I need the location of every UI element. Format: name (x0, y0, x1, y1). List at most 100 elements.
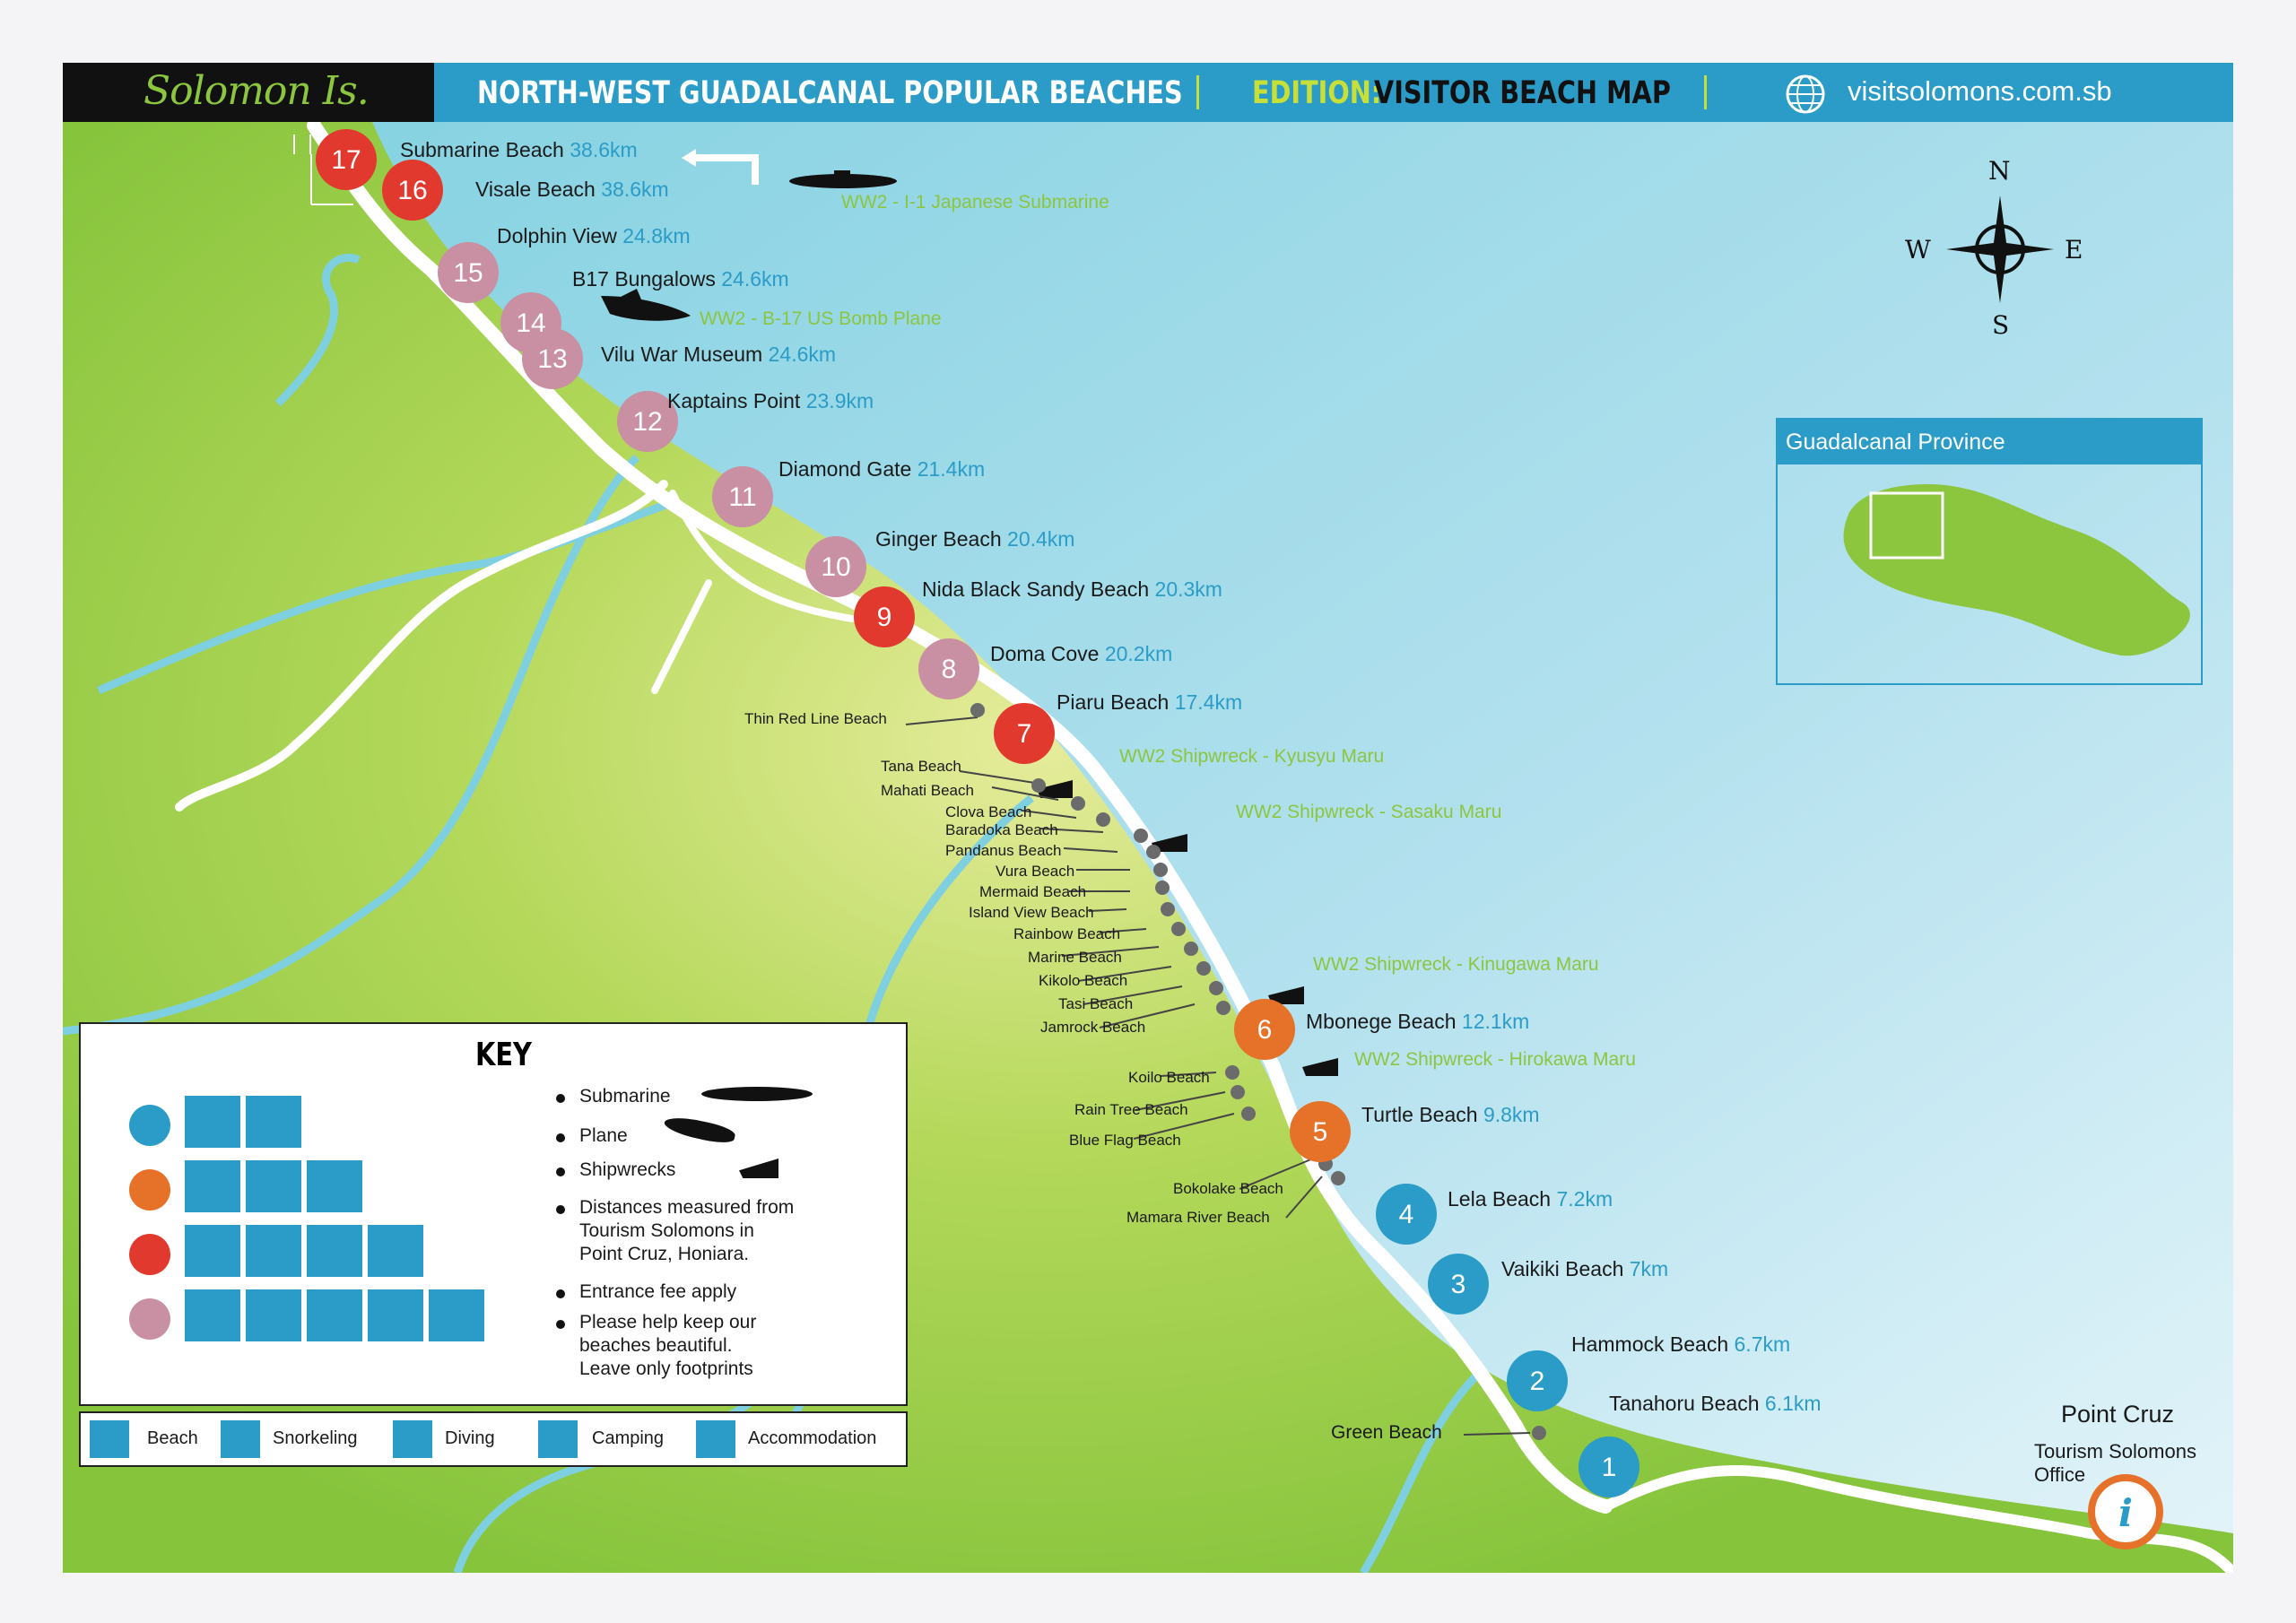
marker-number: 6 (1257, 1015, 1273, 1045)
marker-number: 14 (516, 308, 545, 338)
beach-distance: 17.4km (1174, 690, 1243, 714)
beach-marker-15[interactable]: 15 (438, 242, 499, 303)
inset-map: Guadalcanal Province (1776, 418, 2203, 685)
help-line-2: beaches beautiful. (579, 1335, 733, 1356)
office-line-2: Office (2034, 1463, 2086, 1486)
marker-circle (1290, 1101, 1351, 1162)
minor-beach-label[interactable]: Green Beach (1331, 1422, 1442, 1443)
amenity-legend: Beach Snorkeling Diving Camping Accommod… (79, 1411, 908, 1467)
minor-beach-label[interactable]: Vura Beach (996, 863, 1075, 880)
beach-marker-2[interactable]: 2 (1507, 1350, 1568, 1411)
snorkeling-icon (246, 1160, 301, 1212)
minor-beach-label[interactable]: Marine Beach (1028, 949, 1122, 966)
minor-beach-label[interactable]: Rainbow Beach (1013, 925, 1121, 942)
beach-marker-8[interactable]: 8 (918, 638, 979, 699)
compass-rose (1946, 195, 2054, 303)
submarine-icon (701, 1087, 813, 1101)
beach-name: Nida Black Sandy Beach (922, 577, 1150, 601)
ww2-label: WW2 - B-17 US Bomb Plane (700, 308, 942, 329)
beach-label-3[interactable]: Vaikiki Beach 7km (1501, 1257, 1668, 1281)
beach-marker-3[interactable]: 3 (1428, 1254, 1489, 1315)
beach-marker-9[interactable]: 9 (854, 586, 915, 647)
beach-label-8[interactable]: Doma Cove 20.2km (990, 642, 1172, 666)
marker-circle (316, 129, 377, 190)
beach-label-7[interactable]: Piaru Beach 17.4km (1057, 690, 1242, 715)
beach-label-9[interactable]: Nida Black Sandy Beach 20.3km (922, 577, 1222, 602)
beach-marker-5[interactable]: 5 (1290, 1101, 1351, 1162)
beach-marker-10[interactable]: 10 (805, 536, 866, 597)
ww2-label: WW2 Shipwreck - Kyusyu Maru (1119, 746, 1385, 767)
globe-icon (1786, 74, 1825, 114)
beach-marker-17[interactable]: 17 (316, 129, 377, 190)
minor-beach-label[interactable]: Mamara River Beach (1126, 1209, 1270, 1226)
beach-label-10[interactable]: Ginger Beach 20.4km (875, 527, 1074, 551)
beach-label-2[interactable]: Tanahoru Beach 6.1km (1609, 1392, 1822, 1416)
beach-distance: 38.6km (570, 138, 638, 161)
beach-label-hammock[interactable]: Hammock Beach 6.7km (1571, 1332, 1790, 1357)
beach-distance: 38.6km (601, 178, 669, 201)
beach-label-12[interactable]: Kaptains Point 23.9km (667, 389, 874, 413)
bullet (556, 1205, 565, 1214)
distances-line-3: Point Cruz, Honiara. (579, 1244, 750, 1264)
minor-beach-label[interactable]: Pandanus Beach (945, 842, 1062, 859)
beach-name: Kaptains Point (667, 389, 801, 412)
minor-beach-label[interactable]: Baradoka Beach (945, 821, 1058, 838)
beach-name: Turtle Beach (1361, 1103, 1478, 1126)
beach-distance: 24.6km (721, 267, 789, 291)
beach-marker-6[interactable]: 6 (1234, 999, 1295, 1060)
key-shipwrecks: Shipwrecks (579, 1159, 676, 1180)
website-link[interactable]: visitsolomons.com.sb (1848, 75, 2112, 107)
minor-beach-label[interactable]: Mermaid Beach (979, 883, 1087, 900)
marker-circle (805, 536, 866, 597)
beach-label-15[interactable]: Dolphin View 24.8km (497, 224, 691, 248)
beach-icon (185, 1160, 240, 1212)
minor-beach-label[interactable]: Rain Tree Beach (1074, 1101, 1188, 1118)
snorkeling-icon (246, 1096, 301, 1148)
shipwreck-icons (1037, 771, 1338, 1076)
minor-beach-label[interactable]: Tasi Beach (1058, 995, 1134, 1012)
beach-marker-4[interactable]: 4 (1376, 1184, 1437, 1245)
marker-circle (617, 391, 678, 452)
minor-beach-label[interactable]: Jamrock Beach (1040, 1019, 1146, 1036)
marker-number: 5 (1313, 1117, 1328, 1147)
beach-marker-16[interactable]: 16 (382, 160, 443, 221)
beach-marker-12[interactable]: 12 (617, 391, 678, 452)
minor-beach-label[interactable]: Thin Red Line Beach (744, 710, 887, 727)
logo: Solomon Is. (144, 68, 370, 114)
marker-circle (1234, 999, 1295, 1060)
minor-beach-label[interactable]: Blue Flag Beach (1069, 1132, 1181, 1149)
accommodation-icon (696, 1420, 735, 1458)
beach-marker-14[interactable]: 14 (500, 292, 561, 353)
beach-name: Piaru Beach (1057, 690, 1170, 714)
beach-label-14[interactable]: B17 Bungalows 24.6km (572, 267, 789, 291)
beach-distance: 7km (1629, 1257, 1669, 1280)
beach-marker-7[interactable]: 7 (994, 703, 1055, 764)
legend-diving: Diving (445, 1428, 495, 1448)
beach-marker-11[interactable]: 11 (712, 466, 773, 527)
beach-label-4[interactable]: Lela Beach 7.2km (1448, 1187, 1613, 1211)
minor-beach-label[interactable]: Tana Beach (881, 758, 961, 775)
minor-beach-label[interactable]: Kikolo Beach (1039, 972, 1128, 989)
minor-beach-label[interactable]: Bokolake Beach (1173, 1180, 1283, 1197)
minor-beach-label[interactable]: Koilo Beach (1128, 1069, 1210, 1086)
beach-name: Lela Beach (1448, 1187, 1552, 1211)
beach-label-11[interactable]: Diamond Gate 21.4km (778, 457, 985, 482)
beach-label-5[interactable]: Turtle Beach 9.8km (1361, 1103, 1540, 1127)
beach-distance: 6.7km (1734, 1332, 1791, 1356)
minor-beach-label[interactable]: Clova Beach (945, 803, 1032, 820)
ww2-label: WW2 Shipwreck - Kinugawa Maru (1313, 954, 1599, 975)
beach-label-17[interactable]: Submarine Beach 38.6km (400, 138, 638, 162)
minor-beach-label[interactable]: Mahati Beach (881, 782, 974, 799)
beach-label-16[interactable]: Visale Beach 38.6km (475, 178, 669, 202)
marker-circle (382, 160, 443, 221)
beach-distance: 20.4km (1007, 527, 1075, 551)
beach-marker-1[interactable]: 1 (1578, 1436, 1639, 1497)
key-fee: Entrance fee apply (579, 1281, 737, 1302)
snorkeling-icon (246, 1225, 301, 1277)
marker-number: 11 (728, 482, 756, 512)
minor-beach-label[interactable]: Island View Beach (969, 904, 1094, 921)
beach-label-13[interactable]: Vilu War Museum 24.6km (601, 343, 836, 367)
plane-icon (601, 289, 691, 321)
beach-label-6[interactable]: Mbonege Beach 12.1km (1306, 1010, 1529, 1034)
legend-snorkeling: Snorkeling (273, 1428, 358, 1448)
